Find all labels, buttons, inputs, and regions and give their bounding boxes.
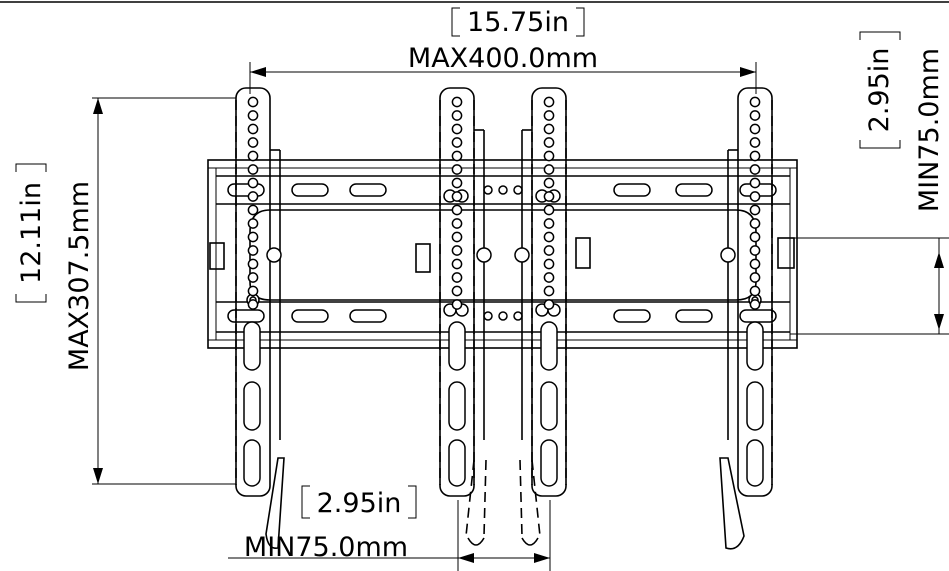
arm-hole [543, 245, 555, 256]
arm-bolts [246, 189, 762, 317]
arm-hole [247, 272, 259, 283]
arm-hole [247, 204, 259, 216]
left-height-metric: MAX307.5mm [64, 181, 95, 371]
arm-hole [247, 218, 259, 229]
arm-hole [451, 191, 463, 202]
arm-hole [451, 137, 463, 148]
arm-hole [451, 164, 463, 175]
plate-lock-tabs [209, 237, 795, 273]
arm-hole [451, 272, 463, 283]
arm-hole [543, 164, 555, 175]
arm-hole [749, 285, 761, 297]
arm-hole [749, 150, 761, 162]
arm-hole [749, 137, 761, 148]
arm-hole [247, 150, 259, 162]
arm-hole [451, 177, 463, 189]
top-width-metric: MAX400.0mm [408, 43, 598, 74]
arm-hole [543, 137, 555, 148]
arm-hole [749, 96, 761, 108]
arm-hole [749, 218, 761, 229]
arm-hole [543, 231, 555, 243]
arm-hole [451, 231, 463, 243]
arm-hole [543, 285, 555, 297]
arm-hole [749, 191, 761, 202]
arm-outer-right [719, 87, 773, 550]
arm-hole [247, 164, 259, 175]
arm-hole [247, 177, 259, 189]
arm-hole [451, 245, 463, 256]
arm-hole [451, 258, 463, 270]
arm-hole [247, 285, 259, 297]
arm-hole [247, 96, 259, 108]
arm-hole [451, 110, 463, 121]
arm-hole [543, 258, 555, 270]
arm-hole [749, 272, 761, 283]
dimension-bottom-spacing [228, 485, 551, 571]
arm-hole [543, 123, 555, 135]
arm-hole [451, 204, 463, 216]
arm-hole [749, 164, 761, 175]
left-height-imperial: 12.11in [16, 182, 47, 284]
arm-hole [749, 204, 761, 216]
arm-hole [543, 150, 555, 162]
plate-slots [227, 183, 777, 323]
arm-hole [451, 96, 463, 108]
arm-hole [543, 191, 555, 202]
arm-hole [451, 123, 463, 135]
right-spacing-imperial: 2.95in [864, 48, 895, 133]
arm-hole [451, 299, 463, 310]
top-width-imperial: 15.75in [467, 7, 569, 38]
arm-hole [247, 110, 259, 121]
arm-hole [749, 299, 761, 310]
arm-inner-left [439, 87, 487, 546]
arm-hole [247, 299, 259, 310]
arm-hole [749, 258, 761, 270]
arm-hole [543, 272, 555, 283]
arm-hole [247, 231, 259, 243]
arm-hole [543, 177, 555, 189]
arm-hole [247, 191, 259, 202]
arm-hole [451, 285, 463, 297]
arm-hole [749, 110, 761, 121]
arm-hole [543, 96, 555, 108]
arm-hole [543, 110, 555, 121]
arm-hole [749, 177, 761, 189]
arm-hole [543, 299, 555, 310]
arm-hole [247, 258, 259, 270]
arm-outer-left [235, 87, 285, 550]
arm-hole [749, 245, 761, 256]
dimension-right-spacing [790, 31, 949, 335]
dimension-left-height [15, 97, 236, 485]
arm-hole [543, 218, 555, 229]
bottom-spacing-imperial: 2.95in [317, 488, 402, 519]
arm-hole [451, 218, 463, 229]
right-spacing-metric: MIN75.0mm [914, 48, 945, 212]
arm-hole [749, 231, 761, 243]
wall-plate [207, 159, 798, 349]
arm-hole [749, 123, 761, 135]
arm-hole [247, 123, 259, 135]
dimension-top-width [249, 7, 757, 94]
arm-hole [247, 245, 259, 256]
bottom-spacing-metric: MIN75.0mm [244, 532, 408, 563]
arm-inner-right [519, 87, 567, 546]
arm-hole [247, 137, 259, 148]
arm-hole [451, 150, 463, 162]
arm-hole [543, 204, 555, 216]
